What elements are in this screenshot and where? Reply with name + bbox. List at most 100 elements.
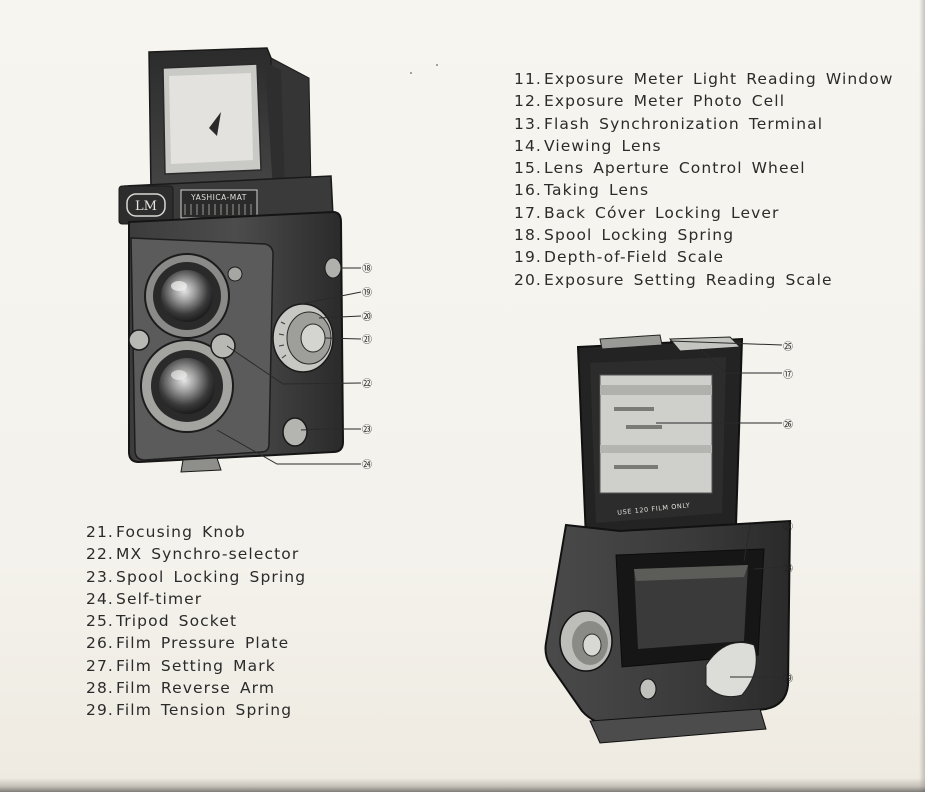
parts-legend-bottom: 21.Focusing Knob 22.MX Synchro-selector …	[86, 521, 306, 722]
legend-item: 26.Film Pressure Plate	[86, 632, 306, 654]
lm-badge: LM	[118, 185, 174, 225]
legend-item: 14.Viewing Lens	[514, 135, 894, 157]
legend-item-label: Film Reverse Arm	[116, 679, 276, 698]
legend-item: 24.Self-timer	[86, 588, 306, 610]
callout-23: ㉓	[362, 424, 372, 436]
legend-item-number: 12.	[514, 92, 542, 111]
legend-item-number: 20.	[514, 270, 542, 289]
page-bottom-edge	[0, 778, 925, 792]
legend-item-label: Focusing Knob	[116, 523, 246, 541]
legend-item-label: Exposure Meter Photo Cell	[544, 92, 786, 111]
legend-item: 21.Focusing Knob	[86, 521, 306, 543]
legend-item: 27.Film Setting Mark	[86, 655, 306, 677]
shutter-knob	[210, 333, 236, 359]
legend-item-number: 25.	[86, 612, 114, 631]
lower-spool-knob	[282, 417, 308, 447]
front-callout-markers: ⑱ ⑲ ⑳ ㉑ ㉒ ㉓ ㉔	[362, 263, 372, 471]
legend-item-label: Exposure Meter Light Reading Window	[544, 70, 894, 88]
camera-body-rear	[544, 519, 792, 744]
legend-item-number: 15.	[514, 159, 542, 178]
back-callout-markers: ㉕ ⑰ ㉖ ㉗ ㉘ ㉙	[783, 341, 793, 685]
callout-17: ⑰	[783, 369, 793, 381]
legend-item-label: Viewing Lens	[544, 136, 662, 155]
legend-item-label: Spool Locking Spring	[116, 567, 307, 586]
camera-nameplate: YASHICA-MAT	[180, 189, 258, 219]
legend-item-number: 23.	[86, 567, 114, 586]
aperture-knob	[128, 329, 150, 351]
legend-item: 22.MX Synchro-selector	[86, 543, 306, 565]
callout-19: ⑲	[362, 287, 372, 299]
tripod-foot	[180, 457, 222, 473]
legend-item: 28.Film Reverse Arm	[86, 677, 306, 699]
legend-item-number: 13.	[514, 114, 542, 133]
legend-item-number: 11.	[514, 70, 542, 88]
callout-27: ㉗	[783, 521, 793, 533]
legend-item: 18.Spool Locking Spring	[514, 224, 894, 246]
meter-window	[227, 266, 243, 282]
callout-21: ㉑	[362, 334, 372, 346]
legend-item: 15.Lens Aperture Control Wheel	[514, 157, 894, 179]
legend-item-label: Taking Lens	[544, 181, 650, 200]
camera-nameplate-text: YASHICA-MAT	[190, 193, 247, 202]
paper-speck	[410, 72, 412, 74]
camera-back-view: USE 120 FILM ONLY	[544, 334, 793, 744]
legend-item-number: 26.	[86, 634, 114, 653]
callout-26: ㉖	[783, 419, 793, 431]
legend-item-label: Back Cóver Locking Lever	[544, 203, 780, 222]
side-winding-knob	[559, 610, 613, 672]
legend-item-label: Film Pressure Plate	[116, 634, 290, 653]
front-leader-lines	[216, 267, 362, 465]
legend-item-number: 28.	[86, 679, 114, 698]
callout-20: ⑳	[362, 311, 372, 323]
callout-18: ⑱	[362, 263, 372, 275]
legend-item-number: 18.	[514, 226, 542, 245]
legend-item-number: 27.	[86, 656, 114, 675]
legend-item-number: 24.	[86, 589, 114, 608]
legend-item-number: 29.	[86, 701, 114, 720]
legend-item: 12.Exposure Meter Photo Cell	[514, 90, 894, 112]
legend-item-label: Depth-of-Field Scale	[544, 248, 725, 267]
legend-item-label: MX Synchro-selector	[116, 545, 300, 564]
viewfinder-hood	[148, 47, 312, 193]
legend-item-number: 17.	[514, 203, 542, 222]
callout-28: ㉘	[783, 563, 793, 575]
legend-item-number: 22.	[86, 545, 114, 564]
legend-item-label: Tripod Socket	[116, 612, 238, 631]
legend-item: 20.Exposure Setting Reading Scale	[514, 269, 894, 291]
legend-item: 16.Taking Lens	[514, 179, 894, 201]
page-right-edge	[919, 0, 925, 792]
rear-spool-knob	[639, 678, 657, 700]
legend-item: 13.Flash Synchronization Terminal	[514, 113, 894, 135]
legend-item-label: Film Tension Spring	[116, 701, 293, 720]
legend-item: 23.Spool Locking Spring	[86, 566, 306, 588]
taking-lens	[140, 339, 234, 433]
viewing-lens	[144, 253, 230, 339]
legend-item-label: Exposure Setting Reading Scale	[544, 270, 833, 289]
film-tension-spring	[705, 642, 757, 698]
focusing-knob	[272, 303, 334, 373]
legend-item: 11.Exposure Meter Light Reading Window	[514, 68, 894, 90]
parts-legend-top: 11.Exposure Meter Light Reading Window 1…	[514, 68, 894, 291]
callout-29: ㉙	[783, 673, 793, 685]
legend-item: 29.Film Tension Spring	[86, 699, 306, 721]
spool-lock-knob	[324, 257, 342, 279]
legend-item: 17.Back Cóver Locking Lever	[514, 202, 894, 224]
legend-item-label: Lens Aperture Control Wheel	[544, 159, 806, 178]
camera-front-view: LM YASHICA-MAT	[118, 47, 372, 473]
back-leader-lines	[656, 340, 783, 678]
legend-item-number: 19.	[514, 248, 542, 267]
legend-item: 25.Tripod Socket	[86, 610, 306, 632]
legend-item-number: 16.	[514, 181, 542, 200]
legend-item-label: Spool Locking Spring	[544, 226, 735, 245]
legend-item: 19.Depth-of-Field Scale	[514, 246, 894, 268]
callout-24: ㉔	[362, 459, 372, 471]
lm-badge-text: LM	[135, 199, 157, 214]
legend-item-label: Flash Synchronization Terminal	[544, 114, 824, 133]
legend-item-number: 21.	[86, 523, 114, 541]
legend-item-number: 14.	[514, 136, 542, 155]
callout-25: ㉕	[783, 341, 793, 353]
paper-speck	[436, 64, 438, 66]
legend-item-label: Self-timer	[116, 589, 203, 608]
legend-item-label: Film Setting Mark	[116, 656, 276, 675]
